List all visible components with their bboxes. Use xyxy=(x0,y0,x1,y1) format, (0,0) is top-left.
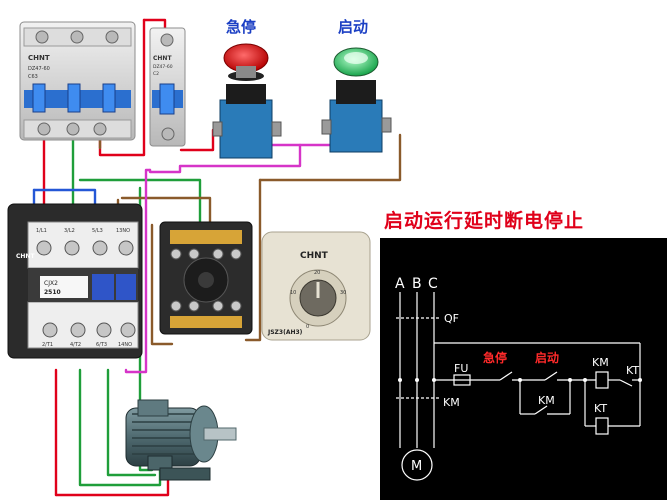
breaker-3p-model: DZ47-60 xyxy=(28,66,50,72)
contactor-term-top-1: 1/L1 xyxy=(36,228,47,234)
screw-terminal xyxy=(70,322,86,338)
contactor-term-bottom-4: 14NO xyxy=(118,342,132,348)
phase-label-a: A xyxy=(395,276,405,292)
wire-brown-4 xyxy=(258,133,402,182)
screw-terminal xyxy=(212,248,224,260)
timer-dial-10: 10 xyxy=(290,290,296,296)
timer-dial-0: 0 xyxy=(306,324,309,330)
wire-magenta-2 xyxy=(124,168,152,374)
relay-socket xyxy=(159,221,253,335)
phase-label-b: B xyxy=(412,276,422,292)
estop-button xyxy=(212,43,282,159)
contactor-term-bottom-1: 2/T1 xyxy=(42,342,53,348)
label-km-main: KM xyxy=(443,396,460,409)
screw-terminal xyxy=(93,122,107,136)
wire-green-4 xyxy=(106,368,157,477)
label-km-coil: KM xyxy=(592,356,609,369)
wire-blue-2 xyxy=(32,188,97,212)
phase-label-c: C xyxy=(428,276,438,292)
motor xyxy=(125,399,237,481)
screw-terminal xyxy=(212,300,224,312)
screw-terminal xyxy=(170,300,182,312)
screw-terminal xyxy=(105,30,119,44)
contactor-term-bottom-3: 6/T3 xyxy=(96,342,107,348)
contactor-term-top-3: 5/L3 xyxy=(92,228,103,234)
breaker-3p: CHNT DZ47-60 C63 xyxy=(19,21,136,141)
breaker-3p-rating: C63 xyxy=(28,74,38,80)
breaker-3p-brand: CHNT xyxy=(28,54,50,62)
screw-terminal xyxy=(118,240,134,256)
screw-terminal xyxy=(92,240,108,256)
screw-terminal xyxy=(230,248,242,260)
timer-model: JSZ3(AH3) xyxy=(267,329,303,336)
label-kt-contact: KT xyxy=(626,364,639,377)
breaker-1p-rating: C2 xyxy=(153,71,159,77)
screw-terminal xyxy=(160,33,174,47)
screw-terminal xyxy=(161,127,175,141)
wire-brown-5 xyxy=(244,178,262,342)
label-motor: M xyxy=(411,459,422,474)
label-kt-coil: KT xyxy=(594,402,607,415)
time-relay: CHNT JSZ3(AH3) 0 10 20 30 xyxy=(261,231,371,341)
contactor: 1/L1 3/L2 5/L3 13NO 2/T1 4/T2 6/T3 14NO … xyxy=(7,203,143,359)
label-qf: QF xyxy=(444,312,459,325)
start-label: 启动 xyxy=(338,18,369,36)
contactor-model: CJX2 xyxy=(44,280,58,287)
label-estop: 急停 xyxy=(483,350,507,365)
start-button xyxy=(321,47,392,153)
screw-terminal xyxy=(37,122,51,136)
label-start: 启动 xyxy=(535,350,559,365)
schematic-title: 启动运行延时断电停止 xyxy=(384,210,585,232)
screw-terminal xyxy=(230,300,242,312)
screw-terminal xyxy=(170,248,182,260)
breaker-1p-model: DZ47-60 xyxy=(153,64,173,70)
screw-terminal xyxy=(36,240,52,256)
contactor-term-top-2: 3/L2 xyxy=(64,228,75,234)
screw-terminal xyxy=(35,30,49,44)
wire-red-1 xyxy=(142,18,167,32)
timer-dial-30: 30 xyxy=(340,290,346,296)
breaker-1p: CHNT DZ47-60 C2 xyxy=(149,27,186,147)
wire-red-6 xyxy=(179,128,215,152)
screw-terminal xyxy=(70,30,84,44)
label-fu: FU xyxy=(454,362,468,375)
timer-brand: CHNT xyxy=(300,251,329,261)
breaker-1p-brand: CHNT xyxy=(153,55,172,62)
contactor-term-top-4: 13NO xyxy=(116,228,130,234)
screw-terminal xyxy=(96,322,112,338)
schematic: A B C xyxy=(395,276,642,481)
screw-terminal xyxy=(66,122,80,136)
screw-terminal xyxy=(64,240,80,256)
screw-terminal xyxy=(120,322,136,338)
screw-terminal xyxy=(188,300,200,312)
contactor-term-bottom-2: 4/T2 xyxy=(70,342,81,348)
screw-terminal xyxy=(42,322,58,338)
wire-green-2 xyxy=(78,178,202,227)
wire-brown-3 xyxy=(120,196,212,227)
contactor-rating: 2510 xyxy=(44,289,61,296)
timer-dial-20: 20 xyxy=(314,270,320,276)
wire-brown-6 xyxy=(150,223,174,346)
screw-terminal xyxy=(188,248,200,260)
estop-label: 急停 xyxy=(226,18,257,36)
contactor-brand: CHNT xyxy=(16,253,35,260)
label-km-aux: KM xyxy=(538,394,555,407)
